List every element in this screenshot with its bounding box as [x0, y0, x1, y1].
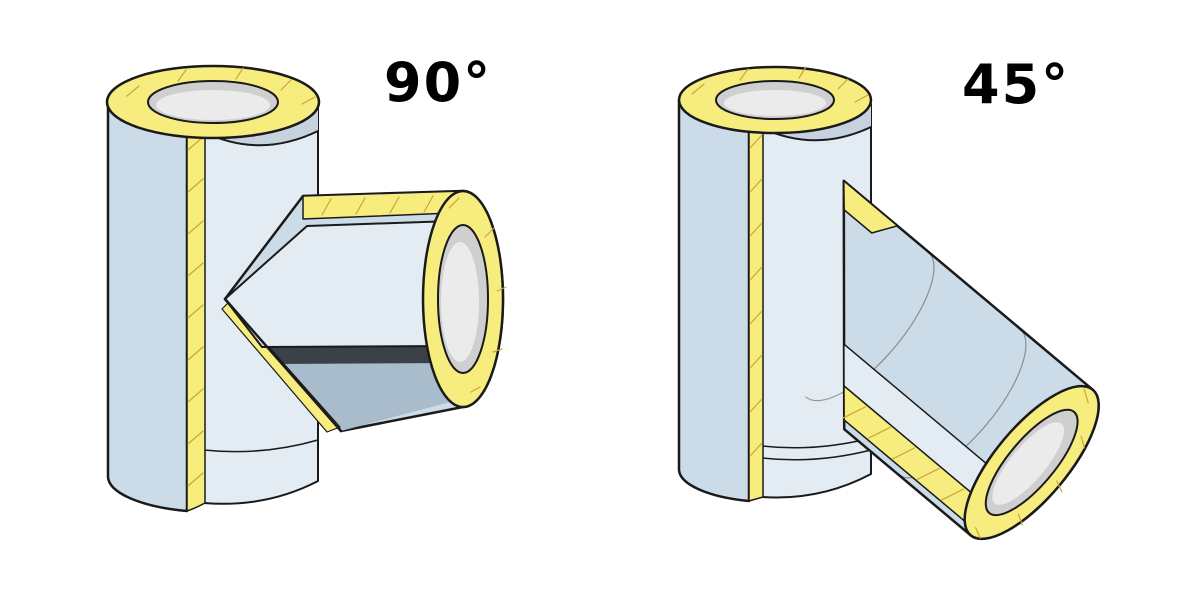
- angle-label-45: 45°: [962, 53, 1071, 116]
- tee-90-figure: [105, 64, 507, 513]
- angle-label-90: 90°: [384, 51, 493, 114]
- tee-90-branch-cut-edge: [223, 297, 343, 433]
- tee-45-insulation-cut-strip: [748, 103, 764, 502]
- tee-90-branch-end-bore-highlight: [441, 242, 479, 362]
- tee-90-pipe-outer-shell: [106, 100, 189, 513]
- tee-45-branch-end-bore-highlight: [992, 422, 1065, 505]
- tee-90-top-bore-highlight: [156, 90, 270, 120]
- tee-90-top-ring-hatch: [126, 67, 316, 105]
- tee-45-figure: [677, 65, 1100, 541]
- tee-90-branch-shadow-band: [262, 346, 452, 364]
- tee-90-pipe-seam-line: [203, 439, 319, 453]
- tee-90-branch-ring-hatch: [448, 197, 507, 393]
- tee-45-top-ring-hatch: [691, 66, 869, 103]
- tee-45-branch-ring-hatch: [975, 388, 1089, 539]
- tee-90-insulation-strip-hatch: [187, 136, 204, 487]
- tee-90-branch-top-strip-hatch: [321, 195, 434, 216]
- tee-45-top-bore-highlight: [724, 90, 826, 116]
- tee-90-insulation-cut-strip: [186, 105, 206, 512]
- tee-90-branch-lower-inner: [225, 299, 458, 431]
- tee-45-branch-top-insulation-wedge: [843, 180, 899, 234]
- tee-45-pipe-outer-shell: [677, 98, 751, 503]
- tee-45-branch-insulation-band-hatch: [842, 406, 965, 501]
- tee-45-insulation-strip-hatch: [749, 134, 763, 457]
- tee-45-branch: [805, 179, 1100, 541]
